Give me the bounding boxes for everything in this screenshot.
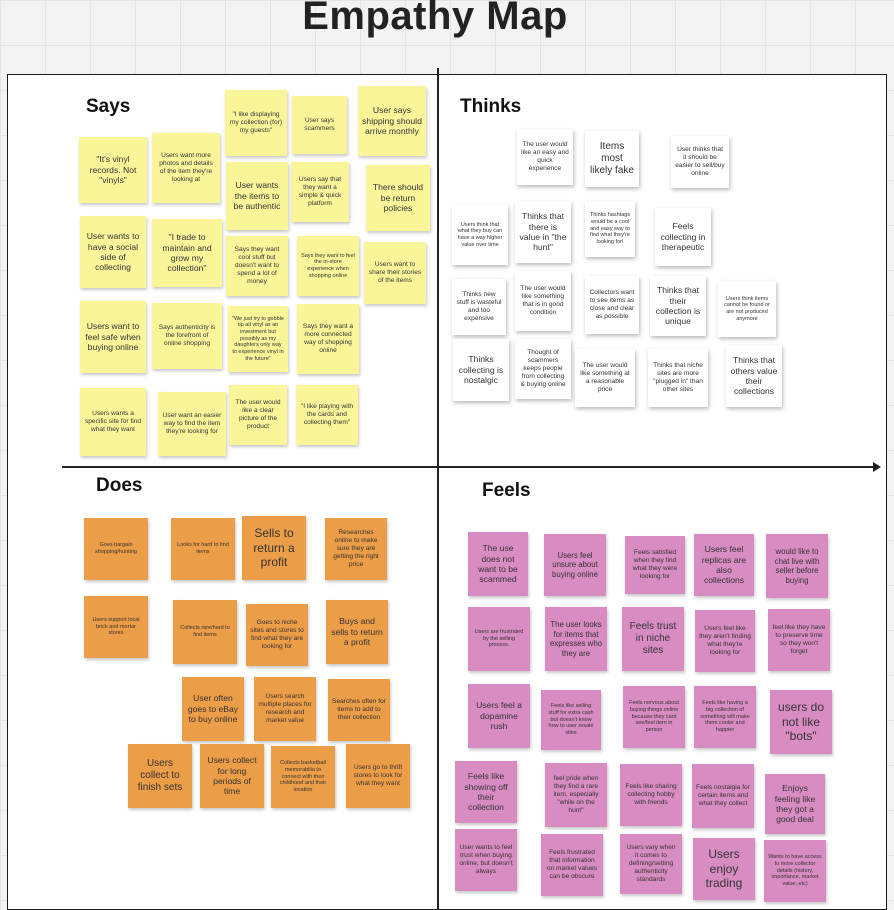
sticky-note[interactable]: Users want to feel safe when buying onli… [80, 301, 146, 373]
sticky-note[interactable]: Buys and sells to return a profit [326, 600, 388, 664]
sticky-note[interactable]: Thinks hashtags would be a cool and easy… [585, 201, 635, 257]
quadrant-title-says: Says [86, 96, 131, 117]
sticky-note[interactable]: The user would like an easy and quick ex… [517, 129, 573, 185]
sticky-note[interactable]: Says they want a more connected way of s… [297, 304, 359, 374]
sticky-note[interactable]: Users go to thrift stores to look for wh… [346, 744, 410, 808]
page-title: Empathy Map [302, 0, 568, 38]
sticky-note[interactable]: Collects basketball memorabilia to conne… [271, 746, 335, 808]
sticky-note[interactable]: User wants the items to be authentic [226, 162, 288, 230]
sticky-note[interactable]: Users want to share their stories of the… [364, 242, 426, 304]
sticky-note[interactable]: Feels nostalgia for certain items and wh… [692, 764, 754, 828]
sticky-note[interactable]: Users enjoy trading [693, 838, 755, 900]
axis-arrow-icon [873, 462, 881, 472]
sticky-note[interactable]: Items most likely fake [585, 131, 639, 187]
sticky-note[interactable]: Users are frustrated by the selling proc… [468, 607, 530, 671]
sticky-note[interactable]: Collects rare/hard to find items [173, 600, 237, 664]
sticky-note[interactable]: Goes to niche sites and stores to find w… [246, 604, 308, 666]
sticky-note[interactable]: User wants to have a social side of coll… [80, 216, 146, 288]
sticky-note[interactable]: The user looks for items that expresses … [545, 607, 607, 671]
sticky-note[interactable]: Feels collecting in therapeutic [655, 208, 711, 266]
sticky-note[interactable]: "I like displaying my collection (for) m… [225, 90, 287, 156]
sticky-note[interactable]: Users feel like they aren't finding what… [695, 610, 755, 672]
sticky-note[interactable]: Looks for hard to find items [171, 518, 235, 580]
sticky-note[interactable]: Feels frustrated that information on mar… [541, 834, 603, 896]
sticky-note[interactable]: The user would like something that is in… [515, 271, 571, 331]
sticky-note[interactable]: The user would like something at a reaso… [575, 349, 635, 407]
sticky-note[interactable]: Thinks that their collection is unique [650, 276, 706, 336]
sticky-note[interactable]: Thinks that niche sites are more "plugge… [648, 349, 708, 407]
sticky-note[interactable]: Users feel replicas are also collections [694, 534, 754, 596]
sticky-note[interactable]: User often goes to eBay to buy online [182, 677, 244, 741]
sticky-note[interactable]: User want an easier way to find the item… [158, 392, 226, 456]
sticky-note[interactable]: Users search multiple places for researc… [254, 677, 316, 741]
sticky-note[interactable]: feel pride when they find a rare item, e… [545, 763, 607, 827]
sticky-note[interactable]: would like to chat live with seller befo… [766, 534, 828, 598]
quadrant-title-thinks: Thinks [460, 96, 522, 117]
sticky-note[interactable]: Wants to have access to more collector d… [764, 840, 826, 902]
sticky-note[interactable]: There should be return policies [366, 165, 430, 231]
sticky-note[interactable]: Thought of scammers keeps people from co… [515, 339, 571, 399]
sticky-note[interactable]: User wants to feel trust when buying onl… [455, 829, 517, 891]
sticky-note[interactable]: Says they want to feel the in-store expe… [297, 236, 359, 296]
sticky-note[interactable]: Feels like showing off their collection [455, 761, 517, 823]
sticky-note[interactable]: "We just try to gobble up all vinyl as a… [228, 306, 288, 372]
sticky-note[interactable]: The user would like a clear picture of t… [229, 385, 287, 445]
sticky-note[interactable]: "It's vinyl records. Not "vinyls" [79, 137, 147, 203]
sticky-note[interactable]: Researches online to make sure they are … [325, 518, 387, 580]
sticky-note[interactable]: Sells to return a profit [242, 516, 306, 580]
sticky-note[interactable]: Users feel a dopamine rush [468, 684, 530, 748]
sticky-note[interactable]: Feels like sharing collecting hobby with… [620, 764, 682, 826]
sticky-note[interactable]: Thinks new stuff is wasteful and too exp… [452, 279, 506, 335]
sticky-note[interactable]: Collectors want to see items as close an… [585, 276, 639, 334]
sticky-note[interactable]: The use does not want to be scammed [468, 532, 528, 596]
sticky-note[interactable]: Says they want cool stuff but doesn't wa… [226, 236, 288, 296]
sticky-note[interactable]: Feels like having a big collection of so… [694, 686, 756, 748]
sticky-note[interactable]: Says authenticity is the forefront of on… [152, 303, 222, 369]
sticky-note[interactable]: Users think that what they buy can have … [452, 205, 508, 265]
quadrant-title-feels: Feels [482, 480, 531, 501]
sticky-note[interactable]: Users feel unsure about buying online [544, 534, 606, 596]
sticky-note[interactable]: Users say that they want a simple & quic… [291, 162, 349, 222]
sticky-note[interactable]: Searches often for items to add to their… [328, 679, 390, 741]
sticky-note[interactable]: Thinks collecting is nostalgic [453, 339, 509, 401]
sticky-note[interactable]: "I like playing with the cards and colle… [296, 385, 358, 445]
sticky-note[interactable]: User says shipping should arrive monthly [358, 86, 426, 156]
sticky-note[interactable]: feel like they have to preserve time so … [768, 609, 830, 671]
sticky-note[interactable]: Users collect to finish sets [128, 744, 192, 808]
sticky-note[interactable]: Thinks that others value their collectio… [726, 345, 782, 407]
sticky-note[interactable]: Thinks that there is value in "the hunt" [515, 201, 571, 263]
sticky-note[interactable]: User says scammers [292, 96, 347, 154]
sticky-note[interactable]: Users wants a specific site for find wha… [80, 388, 146, 456]
sticky-note[interactable]: Goes bargain shopping/hunting [84, 518, 148, 580]
sticky-note[interactable]: Feels nervous about buying things online… [623, 686, 685, 748]
quadrant-title-does: Does [96, 475, 143, 496]
sticky-note[interactable]: User thinks that it should be easier to … [671, 136, 729, 188]
vertical-axis [437, 68, 439, 910]
sticky-note[interactable]: Users vary when it comes to defining/set… [620, 834, 682, 894]
sticky-note[interactable]: Users support local brick and mortar sto… [84, 596, 148, 658]
sticky-note[interactable]: Users collect for long periods of time [200, 744, 264, 808]
sticky-note[interactable]: Feels like selling stuff for extra cash … [541, 690, 601, 750]
sticky-note[interactable]: Users think items cannot be found or are… [718, 281, 776, 337]
sticky-note[interactable]: Feels trust in niche sites [622, 607, 684, 671]
sticky-note[interactable]: Users want more photos and details of th… [152, 133, 220, 203]
sticky-note[interactable]: Enjoys feeling like they got a good deal [765, 774, 825, 834]
sticky-note[interactable]: Feels satisfied when they find what they… [625, 536, 685, 594]
sticky-note[interactable]: users do not like "bots" [770, 690, 832, 754]
sticky-note[interactable]: "I trade to maintain and grow my collect… [152, 219, 222, 287]
horizontal-axis [62, 466, 874, 468]
